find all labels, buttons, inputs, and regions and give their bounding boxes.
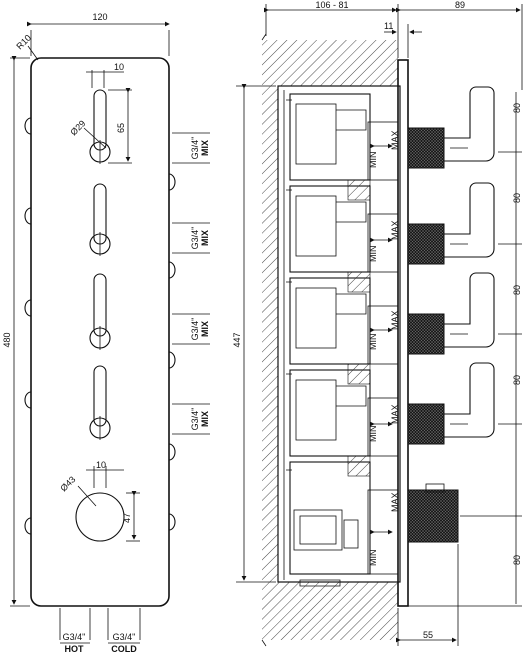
svg-text:MAX: MAX	[390, 220, 400, 240]
svg-text:G3/4": G3/4"	[190, 318, 200, 341]
range-indicators: MIN MAX MIN MAX MIN MAX MIN MAX MIN MAX	[367, 121, 400, 575]
handle-2	[407, 182, 495, 265]
right-connection-stubs	[168, 173, 176, 531]
outlet-label-2: G3/4" MIX	[172, 222, 210, 254]
dim-body-height: 447	[232, 332, 242, 347]
outlet-label-3: G3/4" MIX	[172, 313, 210, 345]
lever-1	[89, 89, 111, 164]
dim-wall-depth: 106 - 81	[315, 0, 348, 10]
outlet-label-1: G3/4" MIX	[172, 132, 210, 164]
svg-text:MIX: MIX	[200, 140, 210, 156]
svg-text:MAX: MAX	[390, 130, 400, 150]
lever-3	[89, 273, 111, 350]
inlet-label-hot: G3/4" HOT	[60, 632, 90, 653]
dim-pitch-5: 80	[512, 555, 522, 565]
svg-text:MIN: MIN	[368, 426, 378, 443]
handle-1	[407, 86, 495, 169]
dim-pitch-3: 80	[512, 285, 522, 295]
lever-4	[89, 365, 111, 440]
dim-knob-height: 47	[122, 513, 132, 523]
outlet-label-4: G3/4" MIX	[172, 403, 210, 435]
svg-text:MIX: MIX	[200, 411, 210, 427]
front-view: 120 R10 480	[2, 12, 210, 653]
dim-lever-height: 65	[116, 123, 126, 133]
svg-text:MIN: MIN	[368, 334, 378, 351]
front-plate	[30, 57, 170, 607]
dim-knob-depth: 55	[423, 630, 433, 640]
svg-text:G3/4": G3/4"	[190, 137, 200, 160]
dim-plate-thickness: 11	[384, 21, 393, 31]
handle-4	[407, 362, 495, 445]
svg-text:COLD: COLD	[111, 644, 137, 653]
svg-text:HOT: HOT	[65, 644, 85, 653]
svg-text:G3/4": G3/4"	[190, 408, 200, 431]
inlet-label-cold: G3/4" COLD	[108, 632, 140, 653]
svg-text:MIN: MIN	[368, 246, 378, 263]
svg-text:MAX: MAX	[390, 404, 400, 424]
svg-text:MIX: MIX	[200, 230, 210, 246]
dim-knob-offset: 10	[96, 460, 106, 470]
handle-3	[407, 272, 495, 355]
left-connection-stubs	[24, 117, 32, 535]
svg-text:G3/4": G3/4"	[63, 632, 86, 642]
svg-text:MAX: MAX	[390, 492, 400, 512]
lever-2	[89, 183, 111, 256]
dim-lever-diameter: Ø29	[68, 118, 87, 137]
dim-height-overall: 480	[2, 332, 12, 347]
svg-text:MIN: MIN	[368, 550, 378, 567]
svg-text:G3/4": G3/4"	[113, 632, 136, 642]
dim-knob-diameter: Ø43	[58, 474, 77, 493]
svg-text:MIN: MIN	[368, 152, 378, 169]
svg-text:MAX: MAX	[390, 310, 400, 330]
svg-text:MIX: MIX	[200, 321, 210, 337]
dim-lever-offset: 10	[114, 62, 124, 72]
dim-pitch-1: 80	[512, 103, 522, 113]
dim-pitch-2: 80	[512, 193, 522, 203]
dim-width-overall: 120	[92, 12, 107, 22]
cartridge-cells	[283, 90, 371, 587]
svg-text:G3/4": G3/4"	[190, 227, 200, 250]
thermostat-knob	[75, 492, 125, 542]
dim-protrusion: 89	[455, 0, 465, 10]
side-view: MIN MAX MIN MAX MIN MAX MIN MAX MIN MAX	[232, 0, 523, 647]
thermostat-knob-side	[407, 483, 459, 543]
dim-pitch-4: 80	[512, 375, 522, 385]
